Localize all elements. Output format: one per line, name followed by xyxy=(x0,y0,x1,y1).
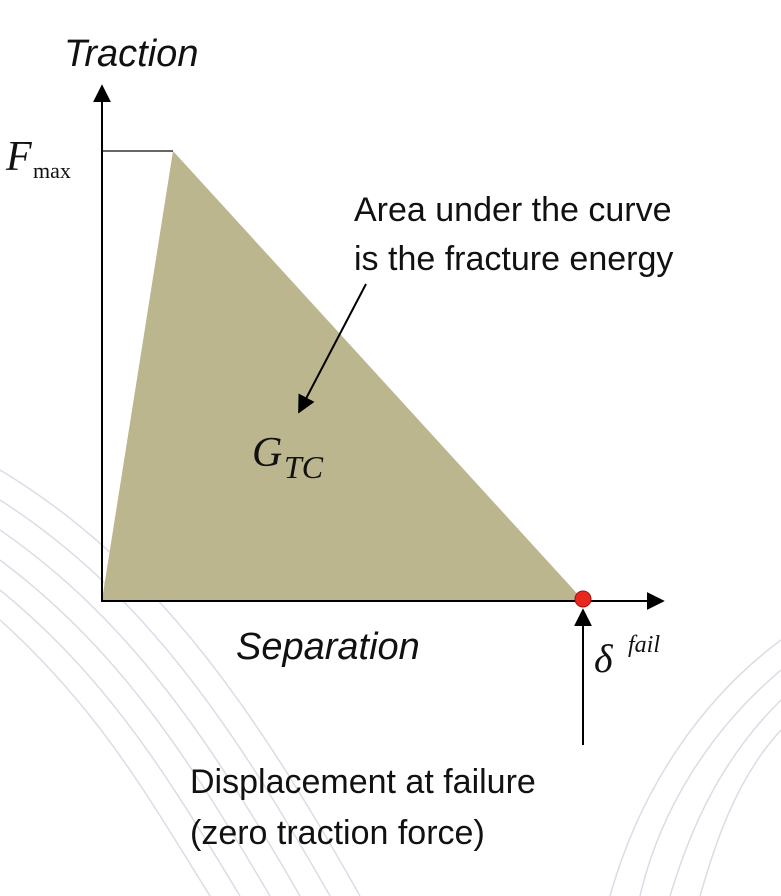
gtc-symbol: G xyxy=(252,430,282,476)
bg-wave xyxy=(0,559,271,896)
bg-wave xyxy=(0,589,241,896)
delta-fail-label: δ fail xyxy=(594,632,660,681)
failure-note-line: Displacement at failure xyxy=(190,763,536,801)
bg-wave xyxy=(639,669,781,896)
delta-superscript: fail xyxy=(628,632,660,658)
area-note: Area under the curve is the fracture ene… xyxy=(354,191,681,278)
x-axis-label: Separation xyxy=(236,626,420,668)
gtc-subscript: TC xyxy=(284,449,324,485)
bg-wave xyxy=(0,499,331,896)
background-waves xyxy=(0,469,781,896)
bg-wave xyxy=(0,619,211,896)
fmax-symbol: F xyxy=(5,134,32,180)
bg-wave xyxy=(699,729,781,896)
area-note-line: Area under the curve xyxy=(354,191,672,229)
bg-wave xyxy=(0,529,301,896)
bg-wave xyxy=(0,469,361,896)
gtc-label: G TC xyxy=(252,430,324,485)
y-axis-label: Traction xyxy=(64,33,198,75)
bg-wave xyxy=(669,699,781,896)
failure-note-line: (zero traction force) xyxy=(190,814,485,852)
failure-point-marker xyxy=(574,590,592,608)
fmax-label: F max xyxy=(5,134,71,183)
fracture-energy-area xyxy=(102,151,583,600)
area-note-line: is the fracture energy xyxy=(354,240,673,278)
bg-wave xyxy=(609,639,781,896)
fmax-subscript: max xyxy=(33,158,71,183)
delta-symbol: δ xyxy=(594,636,614,681)
area-pointer-arrow xyxy=(298,283,367,414)
failure-note: Displacement at failure (zero traction f… xyxy=(190,763,545,852)
